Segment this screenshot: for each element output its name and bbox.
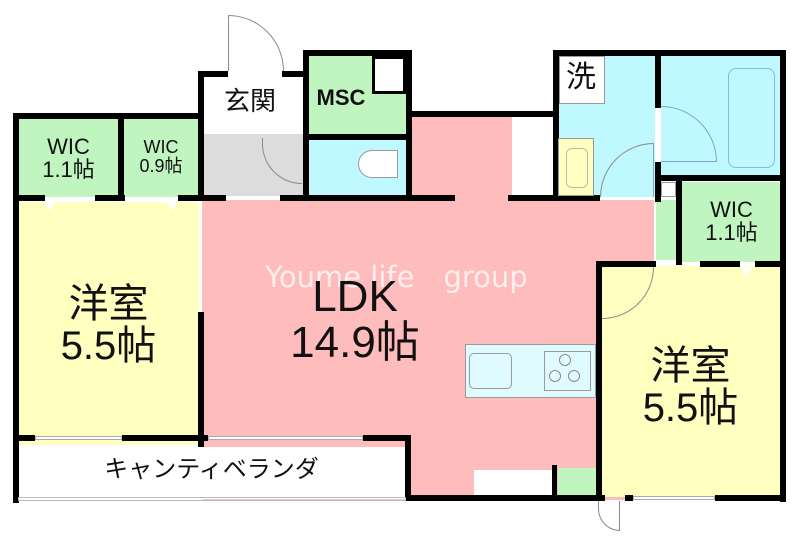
wall bbox=[700, 261, 740, 267]
storage-fill bbox=[558, 468, 596, 498]
wall bbox=[596, 261, 656, 267]
western-left-fill bbox=[18, 202, 199, 445]
shoe-cabinet-fill bbox=[474, 470, 554, 498]
wall bbox=[406, 111, 556, 117]
wall bbox=[655, 50, 661, 108]
closet-door-marker bbox=[166, 201, 178, 211]
wall bbox=[303, 134, 411, 140]
wall bbox=[118, 113, 124, 201]
wall bbox=[755, 261, 785, 267]
wic-middle-fill bbox=[124, 118, 198, 197]
wall bbox=[400, 195, 455, 201]
wall bbox=[363, 435, 411, 441]
entrance-door[interactable] bbox=[228, 15, 284, 71]
wic-middle-label: WIC 0.9帖 bbox=[139, 137, 183, 176]
burner bbox=[559, 354, 571, 366]
entrance-fill bbox=[203, 76, 303, 134]
hall-fill bbox=[512, 116, 554, 200]
wall bbox=[405, 435, 411, 501]
wall bbox=[13, 435, 35, 441]
wall bbox=[676, 175, 682, 265]
wall bbox=[596, 261, 602, 501]
wall bbox=[303, 50, 309, 200]
pipe-shaft bbox=[372, 56, 406, 94]
veranda-rail bbox=[18, 497, 406, 501]
closet-door-marker bbox=[44, 201, 56, 211]
wall bbox=[122, 435, 208, 441]
wall bbox=[282, 71, 306, 77]
balcony-door[interactable] bbox=[598, 501, 620, 531]
veranda-fill bbox=[18, 447, 405, 499]
wall bbox=[508, 195, 600, 201]
wall bbox=[405, 495, 605, 501]
wic-right-fill bbox=[682, 182, 781, 262]
wic-left-label: WIC 1.1帖 bbox=[42, 134, 95, 183]
toilet-icon bbox=[358, 150, 398, 178]
wall bbox=[178, 195, 226, 201]
wall bbox=[13, 195, 45, 201]
wic-left-fill bbox=[18, 118, 119, 197]
wall bbox=[198, 71, 228, 77]
ldk-fill-top bbox=[412, 116, 512, 204]
entrance-label: 玄関 bbox=[223, 86, 276, 116]
wall bbox=[715, 495, 785, 501]
closet-door-marker bbox=[740, 267, 752, 277]
stove-icon[interactable] bbox=[544, 351, 591, 391]
wall bbox=[280, 195, 410, 201]
window bbox=[633, 496, 715, 500]
wall bbox=[552, 465, 557, 501]
veranda-label: キャンティベランダ bbox=[104, 456, 319, 483]
washbasin-bowl bbox=[566, 148, 588, 188]
western-right-label: 洋室 5.5帖 bbox=[642, 344, 739, 430]
burner bbox=[568, 370, 580, 382]
western-left-label: 洋室 5.5帖 bbox=[60, 282, 157, 368]
watermark-text: Youme life group bbox=[265, 260, 528, 294]
window bbox=[35, 436, 122, 440]
wall bbox=[95, 195, 125, 201]
wic-right-label: WIC 1.1帖 bbox=[705, 197, 758, 246]
wall bbox=[553, 50, 786, 56]
laundry-label: 洗 bbox=[566, 61, 596, 94]
kitchen-sink-icon[interactable] bbox=[469, 353, 512, 389]
wall bbox=[303, 50, 411, 56]
wall bbox=[13, 113, 19, 503]
ldk-label: LDK 14.9帖 bbox=[290, 272, 420, 368]
msc-label: MSC bbox=[316, 85, 366, 110]
washbasin-icon bbox=[558, 138, 594, 196]
wall bbox=[655, 175, 785, 181]
pipe-shaft bbox=[661, 182, 676, 197]
burner bbox=[549, 370, 561, 382]
wall bbox=[625, 495, 633, 501]
laundry-pan bbox=[559, 56, 605, 104]
wall bbox=[553, 50, 559, 200]
wall bbox=[655, 162, 661, 202]
window bbox=[208, 436, 363, 440]
wall bbox=[13, 113, 203, 119]
wall bbox=[198, 71, 204, 201]
wall bbox=[780, 50, 786, 502]
wall bbox=[406, 50, 412, 200]
closet-strip-fill bbox=[656, 200, 676, 260]
wall bbox=[198, 312, 204, 447]
bathtub-icon bbox=[728, 68, 775, 168]
